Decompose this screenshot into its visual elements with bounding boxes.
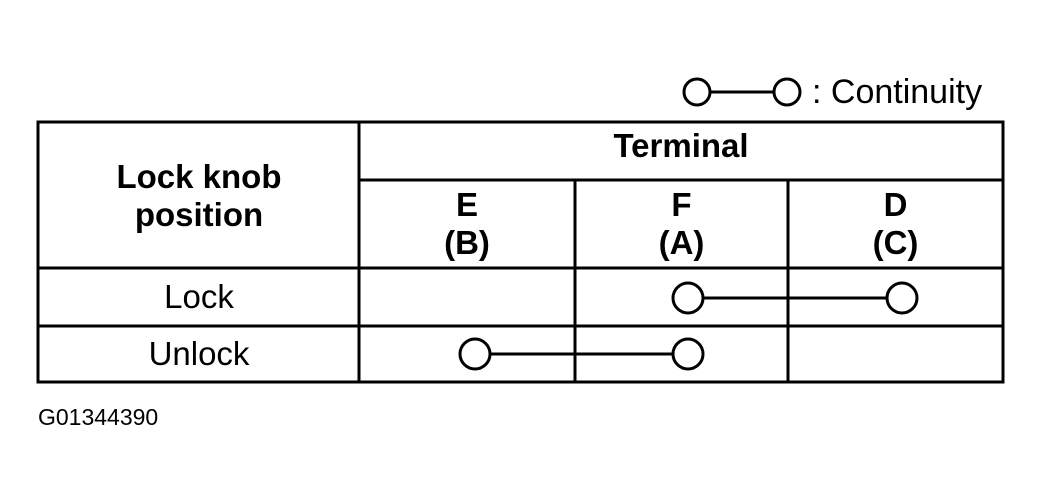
legend-label: : Continuity bbox=[812, 72, 983, 111]
unlock-terminal-f-dot bbox=[671, 337, 705, 371]
table-border bbox=[36, 120, 1005, 384]
row-label-lock: Lock bbox=[164, 278, 234, 315]
terminal-e-header: E (B) bbox=[360, 186, 574, 262]
row-header: Lock knob position bbox=[40, 158, 358, 234]
terminal-f-header: F (A) bbox=[576, 186, 787, 262]
row-header-line-1: Lock knob bbox=[116, 158, 282, 195]
row-header-line-2: position bbox=[134, 195, 264, 233]
terminal-e-label: E bbox=[455, 186, 478, 223]
terminal-d-header: D (C) bbox=[789, 186, 1002, 262]
terminal-group-header: Terminal bbox=[613, 127, 749, 164]
terminal-d-label: D bbox=[883, 186, 908, 223]
figure-code: G01344390 bbox=[38, 404, 159, 430]
lock-continuity-connector bbox=[671, 281, 919, 315]
continuity-legend: : Continuity bbox=[680, 70, 982, 114]
continuity-symbol-icon bbox=[682, 77, 802, 107]
terminal-f-sublabel: (A) bbox=[658, 223, 705, 261]
unlock-terminal-e-dot bbox=[458, 337, 492, 371]
row-label-unlock: Unlock bbox=[148, 335, 250, 372]
terminal-e-sublabel: (B) bbox=[444, 223, 490, 261]
unlock-continuity-connector bbox=[458, 337, 705, 371]
lock-terminal-f-dot bbox=[671, 281, 705, 315]
lock-terminal-d-dot bbox=[885, 281, 919, 315]
terminal-d-sublabel: (C) bbox=[872, 223, 919, 261]
terminal-f-label: F bbox=[671, 186, 692, 223]
